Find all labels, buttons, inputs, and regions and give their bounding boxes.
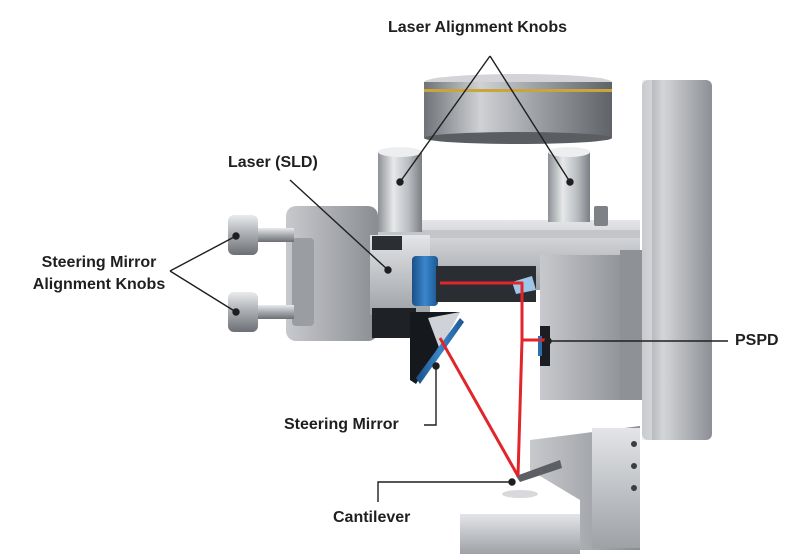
pspd-detector xyxy=(538,326,550,366)
label-steering-mirror: Steering Mirror xyxy=(284,416,399,433)
top-disk xyxy=(424,74,612,144)
laser-alignment-knob-left xyxy=(378,147,422,232)
laser-beam xyxy=(438,281,546,477)
leader-knob-upper xyxy=(169,235,237,272)
leader-lines xyxy=(169,55,728,502)
label-steering-mirror-alignment-knobs: Steering Mirror Alignment Knobs xyxy=(14,252,184,296)
laser-alignment-knob-right xyxy=(548,147,608,226)
label-cantilever: Cantilever xyxy=(333,509,411,526)
laser-beam-incident xyxy=(438,337,520,477)
leader-cantilever xyxy=(377,481,512,502)
laser-beam-path xyxy=(440,281,546,342)
steering-mirror xyxy=(410,312,464,384)
steering-mirror-knob-lower xyxy=(228,292,294,332)
label-laser-sld: Laser (SLD) xyxy=(228,154,318,171)
steering-mirror-knob-upper xyxy=(228,215,294,255)
label-pspd: PSPD xyxy=(735,332,779,349)
label-laser-alignment-knobs: Laser Alignment Knobs xyxy=(388,19,567,36)
leader-top-left xyxy=(399,55,491,183)
label-steering-mirror-alignment-knobs-line2: Alignment Knobs xyxy=(32,276,166,293)
label-steering-mirror-alignment-knobs-line1: Steering Mirror xyxy=(41,254,157,271)
leader-laser xyxy=(289,179,389,271)
fold-mirror xyxy=(512,276,536,294)
base-plate xyxy=(642,80,712,440)
laser-beam-reflected xyxy=(516,339,524,477)
leader-steering-mirror xyxy=(424,366,437,426)
cantilever-holder xyxy=(460,426,640,554)
leader-top-right xyxy=(489,55,571,183)
leader-knob-lower xyxy=(169,270,237,313)
